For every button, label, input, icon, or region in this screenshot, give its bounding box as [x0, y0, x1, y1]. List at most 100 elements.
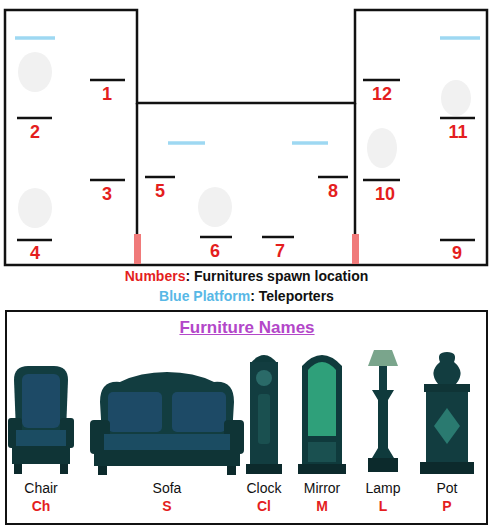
- platform: [17, 117, 52, 120]
- platform: [318, 176, 348, 179]
- mirror-part: [302, 355, 342, 466]
- callout-number: 2: [30, 122, 40, 143]
- legend-text: Numbers: [125, 268, 186, 284]
- callout-number: 3: [102, 184, 112, 205]
- platform: [90, 79, 125, 82]
- callout-number: 5: [155, 181, 165, 202]
- ghost-shadow: [367, 128, 397, 168]
- ghost-shadows: [18, 52, 471, 228]
- furniture-name: Sofa: [153, 480, 182, 497]
- panel-heading: Furniture Names: [179, 318, 314, 338]
- callout-number: 10: [375, 184, 395, 205]
- furniture-code: S: [162, 498, 171, 515]
- chair-part: [60, 464, 68, 474]
- legend-text: : Furnitures spawn location: [185, 268, 368, 284]
- ghost-shadow: [198, 187, 232, 227]
- pot-part: [420, 462, 474, 474]
- legend-line: Numbers: Furnitures spawn location: [0, 268, 493, 285]
- clock-part: [246, 464, 282, 474]
- furniture-name: Chair: [24, 480, 57, 497]
- platform: [17, 239, 52, 242]
- callout-number: 8: [328, 181, 338, 202]
- callout-number: 9: [452, 243, 462, 264]
- lamp-part: [368, 458, 398, 472]
- teleporter: [440, 36, 480, 40]
- furniture-name: Pot: [436, 480, 457, 497]
- lamp-illustration: [368, 350, 398, 472]
- legend-panel: Furniture NamesChairChSofaSClockClMirror…: [5, 310, 488, 525]
- clock-illustration: [246, 355, 282, 474]
- mirror-illustration: [298, 355, 346, 474]
- teleporter: [292, 141, 328, 145]
- pot-part: [434, 408, 460, 444]
- mirror-part: [308, 442, 336, 462]
- furniture-code: P: [442, 498, 451, 515]
- chair-part: [22, 374, 60, 428]
- outer-wall: [5, 10, 487, 265]
- platform: [200, 236, 232, 239]
- clock-part: [250, 362, 278, 466]
- sofa-part: [104, 434, 230, 450]
- sofa-part: [227, 466, 236, 475]
- chair-part: [14, 464, 22, 474]
- ghost-shadow: [18, 188, 52, 228]
- mirror-part: [298, 464, 346, 474]
- platform: [363, 179, 400, 182]
- pot-part: [433, 352, 460, 384]
- pot-part: [426, 392, 468, 462]
- chair-illustration: [8, 366, 74, 474]
- clock-part: [258, 394, 270, 444]
- chair-part: [14, 366, 68, 432]
- sofa-illustration: [90, 372, 244, 475]
- platform: [262, 236, 294, 239]
- door: [352, 234, 359, 264]
- sofa-part: [172, 392, 226, 432]
- lamp-part: [379, 366, 387, 390]
- furniture-code: Cl: [257, 498, 271, 515]
- teleporter: [168, 141, 205, 145]
- callout-number: 7: [275, 241, 285, 262]
- chair-part: [12, 446, 70, 464]
- teleporters: [15, 38, 480, 143]
- legend-text: Blue Platform: [159, 288, 250, 304]
- furniture-code: M: [316, 498, 328, 515]
- door: [134, 234, 141, 264]
- lamp-part: [368, 350, 398, 366]
- platform: [440, 117, 475, 120]
- mirror-part: [308, 362, 336, 436]
- doors: [134, 234, 359, 264]
- clock-part: [256, 370, 272, 386]
- platform: [90, 179, 125, 182]
- callout-number: 1: [102, 84, 112, 105]
- legend-text: : Teleporters: [250, 288, 334, 304]
- sofa-part: [94, 450, 240, 466]
- sofa-part: [108, 392, 162, 432]
- teleporter: [15, 36, 55, 40]
- platform: [363, 79, 400, 82]
- furniture-code: Ch: [32, 498, 51, 515]
- pot-illustration: [420, 352, 474, 474]
- lamp-part: [372, 390, 394, 458]
- furniture-code: L: [379, 498, 388, 515]
- furniture-name: Mirror: [304, 480, 341, 497]
- platform: [440, 239, 475, 242]
- legend-line: Blue Platform: Teleporters: [0, 288, 493, 305]
- callout-number: 6: [210, 241, 220, 262]
- furniture-name: Lamp: [365, 480, 400, 497]
- ghost-shadow: [18, 52, 52, 92]
- ghost-shadow: [441, 80, 471, 116]
- callout-number: 12: [372, 84, 392, 105]
- platform: [145, 176, 175, 179]
- platforms: [17, 80, 475, 240]
- pot-part: [424, 384, 470, 392]
- walls: [5, 10, 487, 265]
- callout-number: 4: [30, 243, 40, 264]
- chair-part: [16, 430, 66, 446]
- sofa-part: [100, 372, 234, 436]
- callout-number: 11: [448, 122, 467, 143]
- sofa-part: [98, 466, 107, 475]
